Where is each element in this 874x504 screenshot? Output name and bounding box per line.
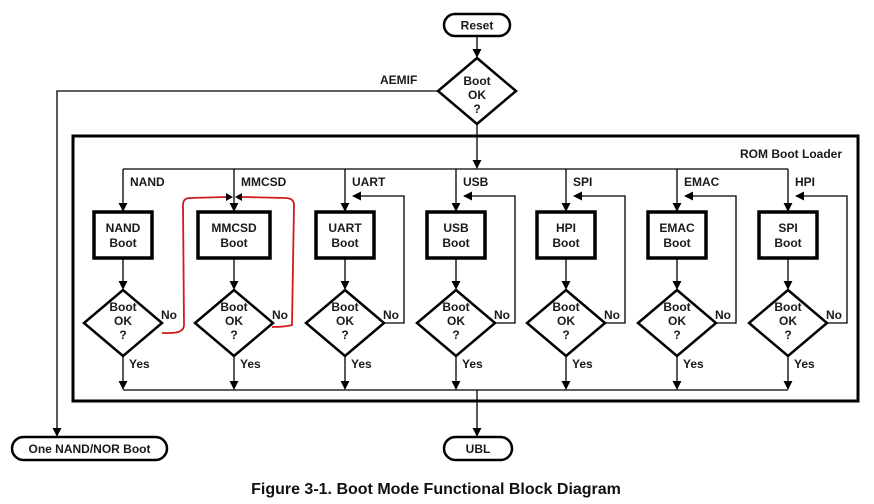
boot-box-spi <box>535 210 597 260</box>
top-decision: Boot OK ? <box>436 56 518 126</box>
no-label-emac: No <box>715 308 731 322</box>
boot-columns: NANDNANDBootBootOK?NoYesMMCSDMMCSDBootBo… <box>82 169 848 390</box>
decision-text-hpi: Boot <box>774 300 801 314</box>
yes-label-emac: Yes <box>683 357 704 371</box>
yes-label-mmcsd: Yes <box>240 357 261 371</box>
no-label-spi: No <box>604 308 620 322</box>
yes-label-hpi: Yes <box>794 357 815 371</box>
boot-box-sublabel-hpi: Boot <box>774 236 801 250</box>
top-decision-line2: OK <box>468 88 486 102</box>
one-nand-nor-boot-label: One NAND/NOR Boot <box>29 442 151 456</box>
boot-box-label-nand: NAND <box>106 221 141 235</box>
branch-label-emac: EMAC <box>684 175 720 189</box>
ubl-terminal: UBL <box>442 435 514 462</box>
no-label-nand: No <box>161 308 177 322</box>
boot-box-sublabel-nand: Boot <box>109 236 136 250</box>
branch-label-usb: USB <box>463 175 489 189</box>
arrowhead-right-icon <box>226 193 233 201</box>
figure-caption: Figure 3-1. Boot Mode Functional Block D… <box>251 481 621 498</box>
decision-text-nand: ? <box>119 328 126 342</box>
boot-box-uart <box>314 210 376 260</box>
boot-box-label-mmcsd: MMCSD <box>211 221 257 235</box>
top-decision-line1: Boot <box>463 74 490 88</box>
decision-text-hpi: OK <box>779 314 797 328</box>
boot-box-nand <box>92 210 154 260</box>
yes-label-nand: Yes <box>129 357 150 371</box>
rom-boot-loader-frame <box>71 134 860 403</box>
reset-label: Reset <box>461 19 494 33</box>
no-label-usb: No <box>494 308 510 322</box>
no-label-uart: No <box>383 308 399 322</box>
decision-text-emac: ? <box>673 328 680 342</box>
top-decision-line3: ? <box>473 102 480 116</box>
decision-text-spi: ? <box>562 328 569 342</box>
decision-text-usb: Boot <box>442 300 469 314</box>
branch-label-hpi: HPI <box>795 175 815 189</box>
branch-label-uart: UART <box>352 175 386 189</box>
boot-box-label-uart: UART <box>328 221 362 235</box>
decision-text-usb: OK <box>447 314 465 328</box>
boot-box-sublabel-spi: Boot <box>552 236 579 250</box>
boot-box-sublabel-emac: Boot <box>663 236 690 250</box>
decision-text-nand: OK <box>114 314 132 328</box>
decision-text-usb: ? <box>452 328 459 342</box>
yes-label-usb: Yes <box>462 357 483 371</box>
red-loop-mmcsd <box>241 196 295 328</box>
aemif-connector <box>52 90 438 437</box>
ubl-label: UBL <box>466 442 491 456</box>
decision-text-emac: Boot <box>663 300 690 314</box>
decision-text-uart: OK <box>336 314 354 328</box>
boot-box-hpi <box>757 210 819 260</box>
decision-text-spi: OK <box>557 314 575 328</box>
branch-label-nand: NAND <box>130 175 165 189</box>
no-label-hpi: No <box>826 308 842 322</box>
decision-text-nand: Boot <box>109 300 136 314</box>
boot-box-label-emac: EMAC <box>659 221 695 235</box>
one-nand-nor-boot-terminal: One NAND/NOR Boot <box>10 435 169 462</box>
decision-text-spi: Boot <box>552 300 579 314</box>
boot-box-label-hpi: SPI <box>778 221 797 235</box>
decision-text-uart: ? <box>341 328 348 342</box>
branch-label-mmcsd: MMCSD <box>241 175 287 189</box>
red-annotation <box>162 193 295 334</box>
yes-label-uart: Yes <box>351 357 372 371</box>
no-label-mmcsd: No <box>272 308 288 322</box>
boot-box-emac <box>646 210 708 260</box>
decision-text-mmcsd: ? <box>230 328 237 342</box>
red-loop-nand <box>162 196 227 334</box>
branch-label-spi: SPI <box>573 175 592 189</box>
yes-label-spi: Yes <box>572 357 593 371</box>
decision-text-emac: OK <box>668 314 686 328</box>
boot-box-sublabel-usb: Boot <box>442 236 469 250</box>
boot-box-label-usb: USB <box>443 221 469 235</box>
retry-loop-usb <box>463 191 516 324</box>
retry-loop-spi <box>573 191 626 324</box>
retry-loop-emac <box>684 191 737 324</box>
boot-box-sublabel-mmcsd: Boot <box>220 236 247 250</box>
rom-boot-loader-label: ROM Boot Loader <box>740 147 842 161</box>
decision-text-hpi: ? <box>784 328 791 342</box>
arrowhead-left-icon <box>235 193 242 201</box>
boot-box-label-spi: HPI <box>556 221 576 235</box>
reset-terminal: Reset <box>442 12 512 38</box>
boot-box-sublabel-uart: Boot <box>331 236 358 250</box>
decision-text-mmcsd: OK <box>225 314 243 328</box>
retry-loop-uart <box>352 191 405 324</box>
retry-loop-hpi <box>795 191 848 324</box>
decision-text-mmcsd: Boot <box>220 300 247 314</box>
boot-box-usb <box>425 210 487 260</box>
boot-box-mmcsd <box>196 210 272 260</box>
decision-text-uart: Boot <box>331 300 358 314</box>
aemif-label: AEMIF <box>380 73 417 87</box>
